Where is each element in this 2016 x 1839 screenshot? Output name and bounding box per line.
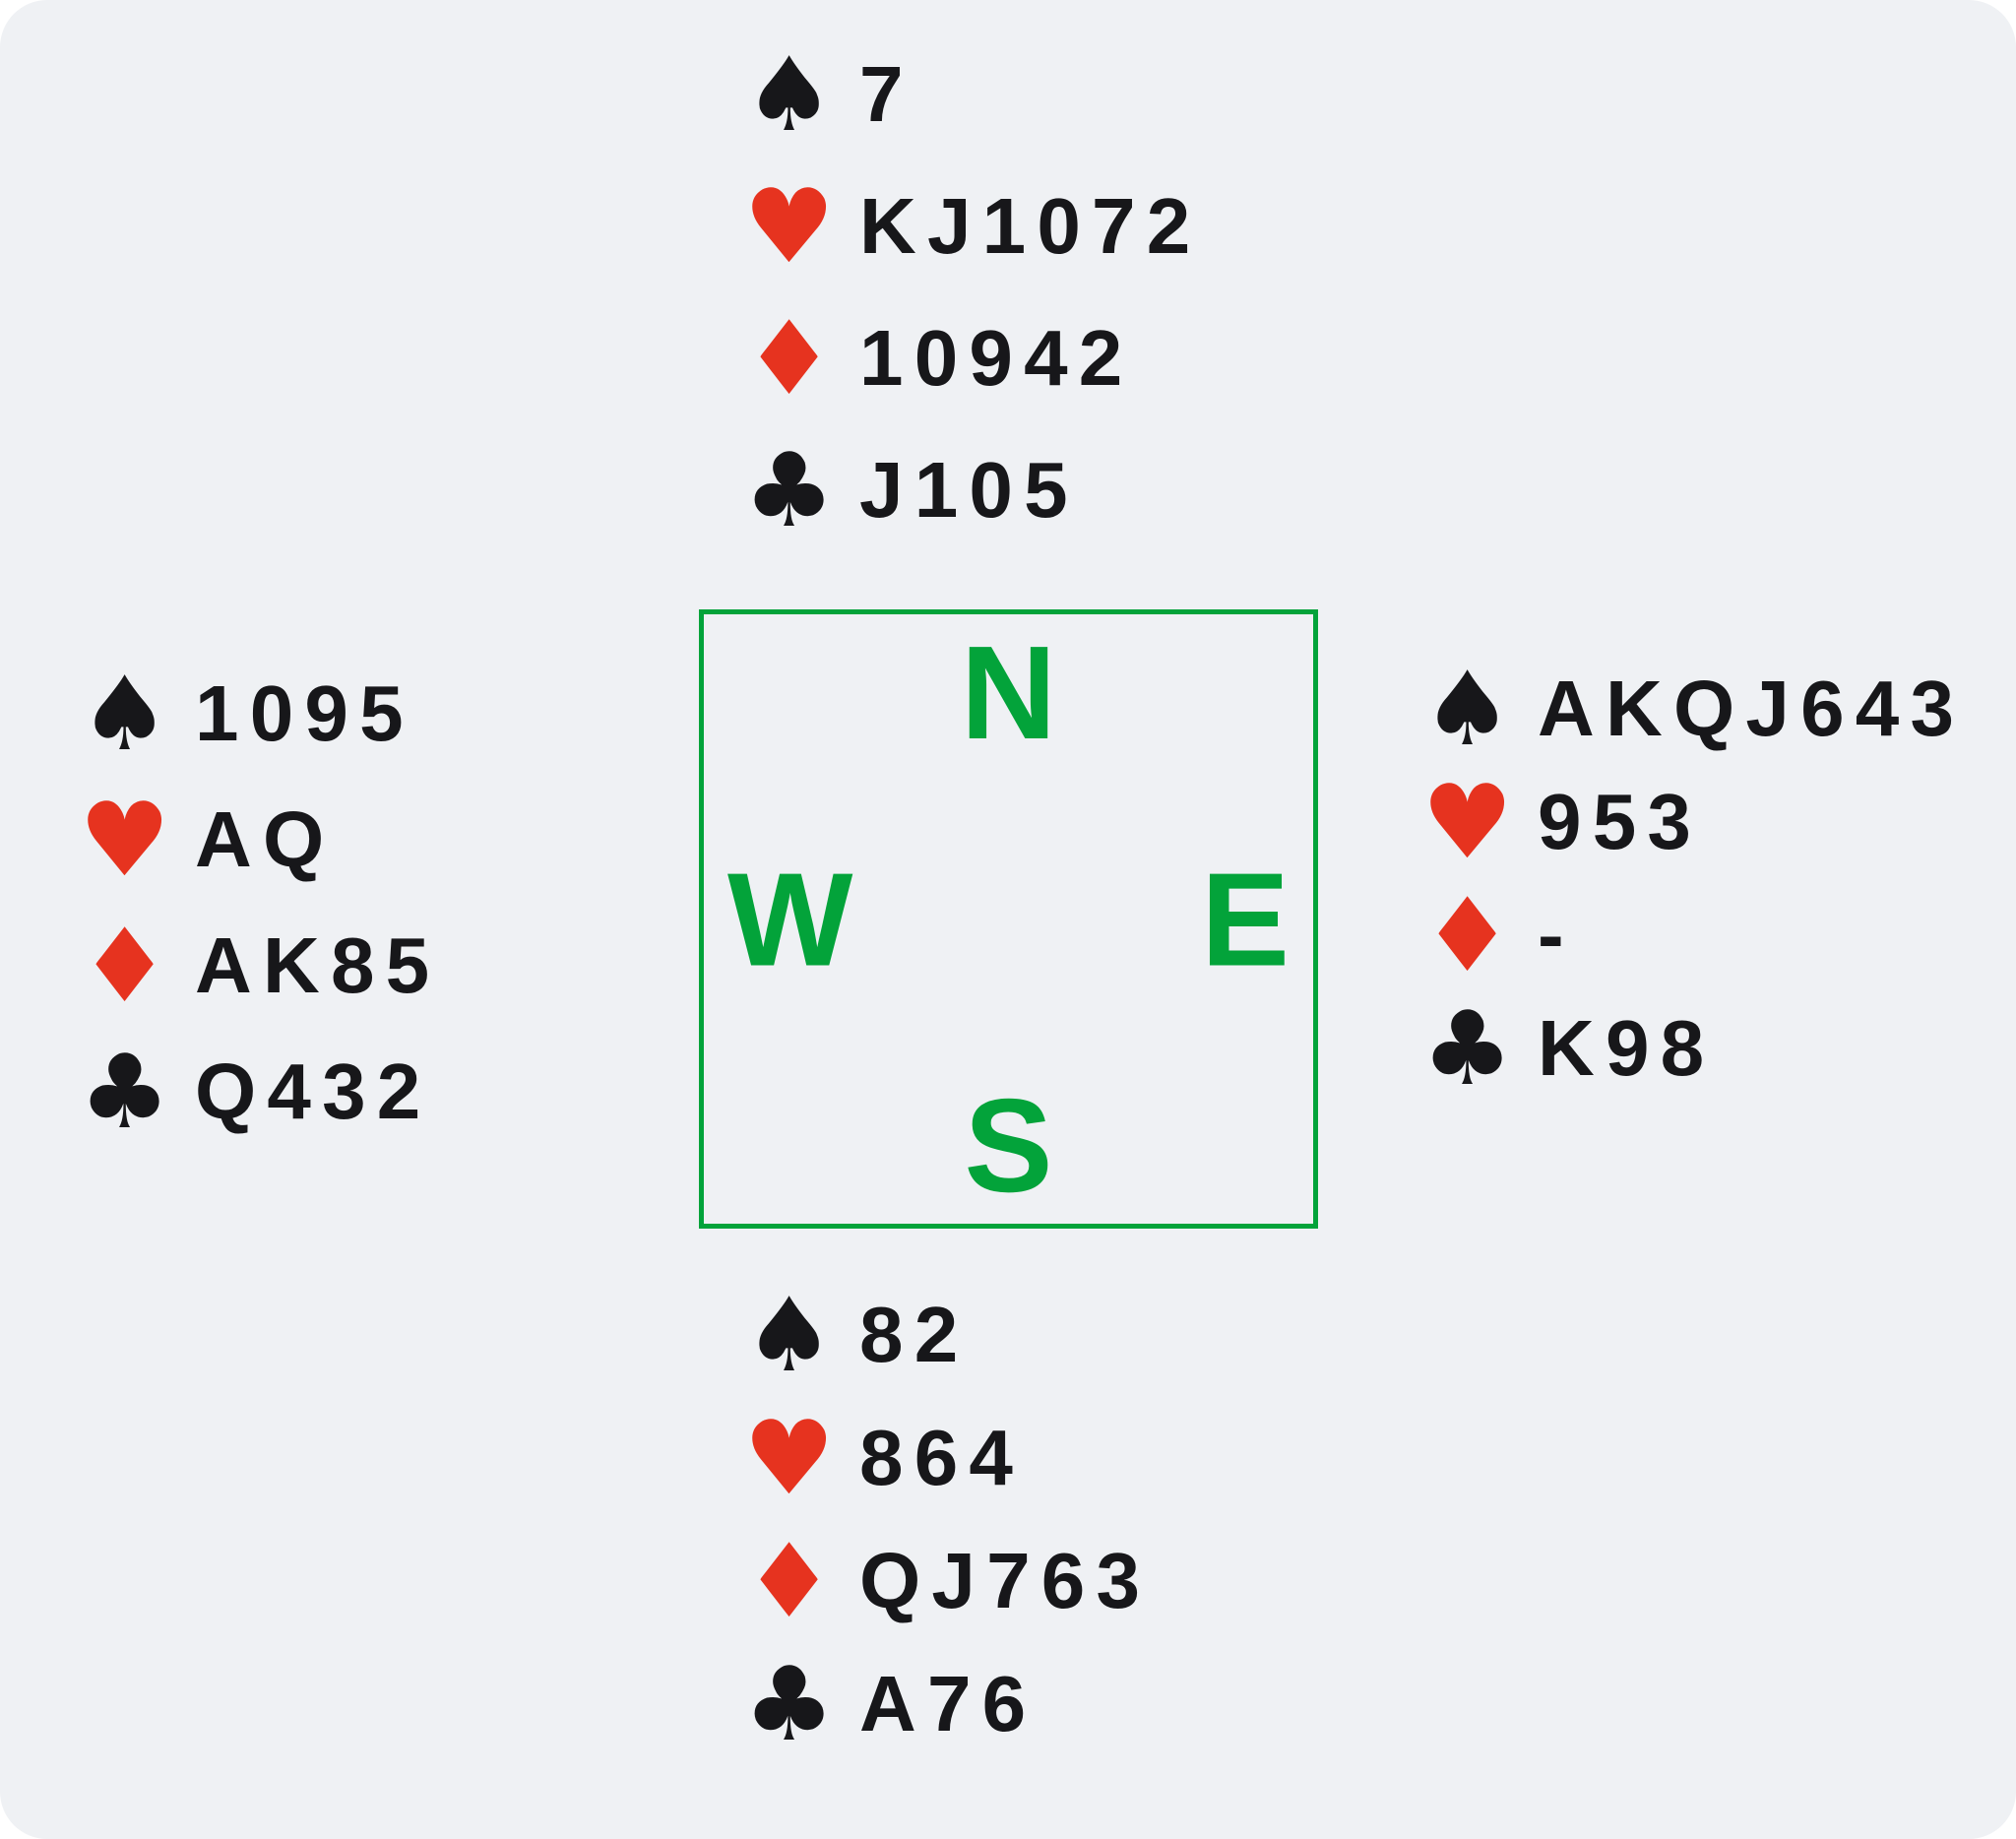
south-hearts-cards: 864: [859, 1413, 1025, 1501]
east-spades-cards: AKQJ643: [1538, 664, 1966, 752]
west-clubs-cards: Q432: [195, 1047, 432, 1135]
east-clubs-cards: K98: [1538, 1003, 1716, 1092]
club-icon: ♣: [743, 1643, 836, 1764]
hand-east: ♠ AKQJ643 ♥ 953 ♦ - ♣ K98: [1421, 652, 1965, 1105]
heart-icon: ♥: [743, 166, 836, 286]
south-spades-row: ♠ 82: [743, 1273, 1151, 1396]
north-clubs-cards: J105: [859, 446, 1079, 534]
hand-south: ♠ 82 ♥ 864 ♦ QJ763 ♣ A76: [743, 1273, 1151, 1765]
hand-west: ♠ 1095 ♥ AQ ♦ AK85 ♣ Q432: [79, 651, 440, 1155]
club-icon: ♣: [743, 430, 836, 550]
west-spades-cards: 1095: [195, 669, 414, 757]
heart-icon: ♥: [79, 780, 171, 900]
compass-south-label: S: [964, 1071, 1053, 1220]
club-icon: ♣: [79, 1032, 171, 1152]
spade-icon: ♠: [1421, 648, 1514, 769]
west-diamonds-row: ♦ AK85: [79, 903, 440, 1029]
south-hearts-row: ♥ 864: [743, 1396, 1151, 1519]
north-spades-row: ♠ 7: [743, 29, 1201, 160]
club-icon: ♣: [1421, 987, 1514, 1109]
north-hearts-cards: KJ1072: [859, 182, 1202, 270]
east-spades-row: ♠ AKQJ643: [1421, 652, 1965, 765]
east-hearts-row: ♥ 953: [1421, 765, 1965, 878]
west-diamonds-cards: AK85: [195, 921, 441, 1009]
compass-east-label: E: [1200, 845, 1290, 993]
west-clubs-row: ♣ Q432: [79, 1029, 440, 1155]
diamond-icon: ♦: [79, 906, 171, 1026]
south-diamonds-cards: QJ763: [859, 1536, 1152, 1624]
spade-icon: ♠: [743, 34, 836, 155]
spade-icon: ♠: [743, 1274, 836, 1395]
east-diamonds-row: ♦ -: [1421, 878, 1965, 991]
north-spades-cards: 7: [859, 50, 914, 138]
east-hearts-cards: 953: [1538, 777, 1703, 865]
compass-box: N W E S: [699, 609, 1318, 1229]
hand-north: ♠ 7 ♥ KJ1072 ♦ 10942 ♣ J105: [743, 29, 1201, 556]
south-diamonds-row: ♦ QJ763: [743, 1519, 1151, 1642]
east-clubs-row: ♣ K98: [1421, 991, 1965, 1105]
north-diamonds-row: ♦ 10942: [743, 292, 1201, 424]
north-clubs-row: ♣ J105: [743, 424, 1201, 556]
east-diamonds-cards: -: [1538, 890, 1575, 979]
spade-icon: ♠: [79, 654, 171, 774]
diamond-icon: ♦: [1421, 874, 1514, 995]
compass-north-label: N: [960, 618, 1057, 767]
south-spades-cards: 82: [859, 1290, 970, 1378]
west-hearts-row: ♥ AQ: [79, 777, 440, 903]
diamond-icon: ♦: [743, 1520, 836, 1641]
west-hearts-cards: AQ: [195, 795, 336, 883]
south-clubs-cards: A76: [859, 1659, 1038, 1747]
north-hearts-row: ♥ KJ1072: [743, 160, 1201, 292]
diamond-icon: ♦: [743, 298, 836, 418]
west-spades-row: ♠ 1095: [79, 651, 440, 777]
compass-west-label: W: [727, 845, 853, 993]
south-clubs-row: ♣ A76: [743, 1642, 1151, 1765]
heart-icon: ♥: [1421, 761, 1514, 882]
heart-icon: ♥: [743, 1397, 836, 1518]
north-diamonds-cards: 10942: [859, 314, 1134, 402]
